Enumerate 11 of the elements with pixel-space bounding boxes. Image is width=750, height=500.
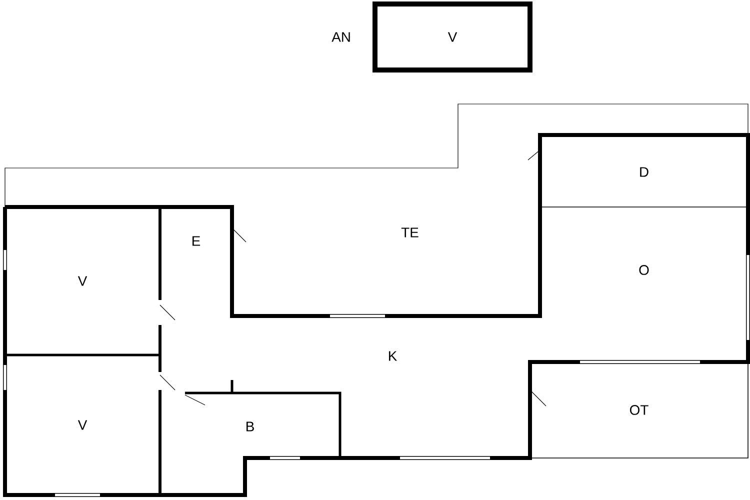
room: TE <box>401 228 418 238</box>
room: V <box>78 420 88 430</box>
room: V <box>78 276 88 286</box>
room: O <box>639 265 649 275</box>
room: D <box>640 167 648 177</box>
room: K <box>389 351 397 361</box>
room: B <box>246 422 254 432</box>
room: E <box>192 236 200 246</box>
room: OT <box>630 405 648 415</box>
room: V <box>372 2 532 72</box>
room-label: AN <box>332 32 350 42</box>
